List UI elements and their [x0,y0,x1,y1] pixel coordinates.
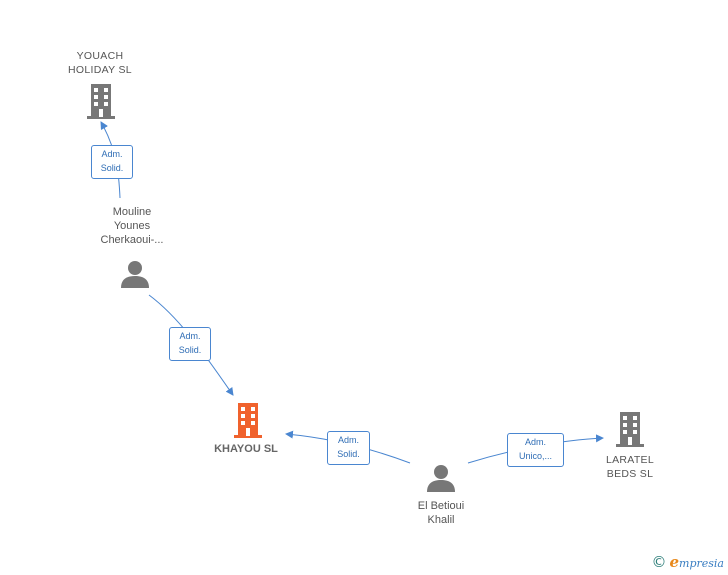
relation-label-betioui-laratel[interactable]: Adm. Unico,... [507,433,564,467]
mouline-name-line2: Younes [113,220,151,232]
relation-label-mouline-youach[interactable]: Adm. Solid. [91,145,133,179]
relation-role: Adm. [179,331,201,341]
betioui-name-line1: El Betioui [417,500,465,512]
relation-type: Unico,... [518,451,552,461]
node-label-youach: YOUACH HOLIDAY SL [48,49,152,77]
node-label-mouline: Mouline Younes Cherkaoui-... [80,205,184,247]
mouline-name-line3: Cherkaoui-... [100,234,164,246]
relation-role: Adm. [337,435,359,445]
node-label-betioui: El Betioui Khalil [389,499,493,527]
relation-type: Solid. [178,345,202,355]
laratel-name-line2: BEDS SL [606,468,654,480]
relation-label-mouline-khayou[interactable]: Adm. Solid. [169,327,211,361]
building-icon[interactable] [615,412,645,447]
person-icon[interactable] [121,260,149,288]
relation-role: Adm. [101,149,123,159]
mouline-name-line1: Mouline [112,206,152,218]
khayou-name: KHAYOU SL [214,443,278,455]
relation-type: Solid. [337,449,360,459]
relation-label-betioui-khayou[interactable]: Adm. Solid. [327,431,370,465]
copyright-icon: © [651,553,667,571]
building-icon[interactable] [86,84,116,119]
laratel-name-line1: LARATEL [605,454,654,466]
brand-logo: © empresia [651,553,724,571]
relation-role: Adm. [524,437,546,447]
node-label-khayou[interactable]: KHAYOU SL [196,442,296,456]
node-label-laratel: LARATEL BEDS SL [578,453,682,481]
youach-name-line2: HOLIDAY SL [68,64,132,76]
brand-name: mpresia [679,557,724,570]
person-icon[interactable] [427,464,455,492]
relation-type: Solid. [100,163,124,173]
betioui-name-line2: Khalil [427,514,455,526]
brand-initial: e [669,553,680,571]
youach-name-line1: YOUACH [76,50,124,62]
building-icon[interactable] [233,403,263,438]
